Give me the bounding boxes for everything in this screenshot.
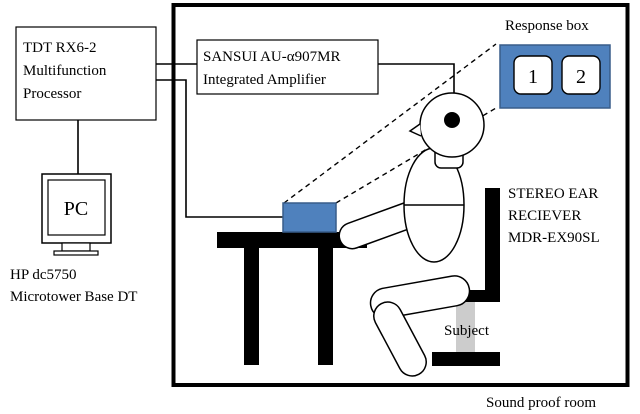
response-button-1-label: 1 <box>528 66 538 88</box>
response-button-2-label: 2 <box>576 66 586 88</box>
subject-label: Subject <box>444 323 490 339</box>
subject-figure <box>338 92 485 377</box>
processor-label-line2: Multifunction <box>23 63 107 79</box>
amplifier-box <box>196 39 379 95</box>
processor-box <box>15 26 157 121</box>
subject-shin <box>373 301 427 377</box>
computer-label-line2: Microtower Base DT <box>10 289 137 305</box>
response-button-2 <box>561 55 601 95</box>
sound-proof-room <box>171 3 630 387</box>
cable-processor-responsebox <box>156 79 283 218</box>
amplifier-label-line1: SANSUI AU-α907MR <box>203 49 340 65</box>
pc-monitor <box>41 173 112 256</box>
earphone-label-line1: STEREO EAR <box>508 186 598 202</box>
response-box-title: Response box <box>505 18 589 34</box>
desk <box>217 232 367 365</box>
response-box <box>282 202 337 233</box>
earphone-label-line2: RECIEVER <box>508 208 581 224</box>
room-label: Sound proof room <box>486 395 596 411</box>
earphone-label-line3: MDR-EX90SL <box>508 230 600 246</box>
processor-label-line1: TDT RX6-2 <box>23 40 96 56</box>
amplifier-label-line2: Integrated Amplifier <box>203 72 326 88</box>
processor-label-line3: Processor <box>23 86 81 102</box>
earphone-icon <box>444 112 460 128</box>
pc-label: PC <box>64 198 88 220</box>
computer-label-line1: HP dc5750 <box>10 267 77 283</box>
subject-nose <box>408 123 422 137</box>
response-button-1 <box>513 55 553 95</box>
